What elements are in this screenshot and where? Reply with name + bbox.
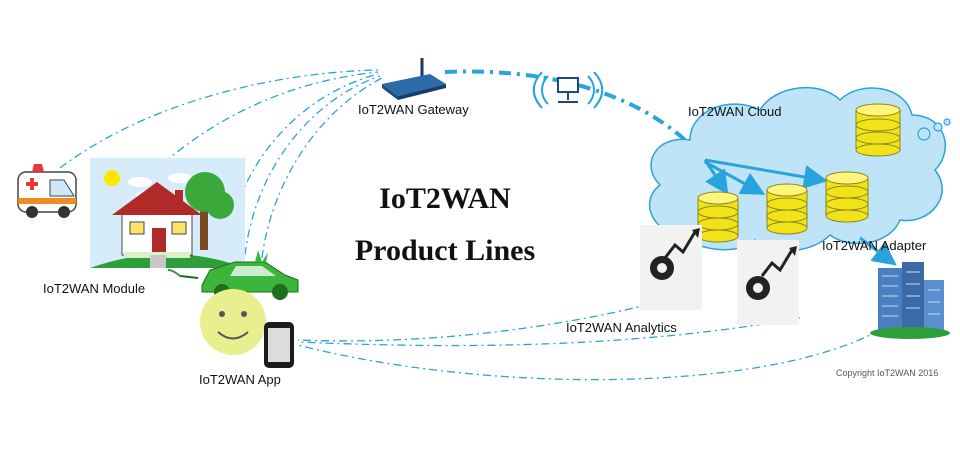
- link-house-gateway-2: [224, 73, 379, 251]
- analytics-brain-icon: [640, 225, 702, 310]
- database-stack-2: [766, 183, 808, 235]
- link-analytics-app: [297, 294, 686, 342]
- wireless-hub-icon: [532, 71, 604, 109]
- smartphone-icon: [264, 322, 294, 368]
- office-building-icon: [870, 262, 950, 339]
- label-adapter: IoT2WAN Adapter: [822, 238, 927, 253]
- label-gateway: IoT2WAN Gateway: [358, 102, 469, 117]
- label-cloud: IoT2WAN Cloud: [688, 104, 782, 119]
- analytics-brain-icon-2: [737, 240, 799, 325]
- router-icon: [382, 58, 446, 100]
- cloud-puffs: [917, 118, 951, 141]
- diagram-title-line1: IoT2WAN: [379, 182, 511, 215]
- label-analytics: IoT2WAN Analytics: [566, 320, 677, 335]
- link-gateway-cloud: [444, 69, 707, 162]
- link-adapter-app: [297, 329, 881, 381]
- diagram-title-line2: Product Lines: [354, 234, 536, 267]
- link-house-gateway-1: [149, 71, 379, 176]
- database-stack-3: [825, 171, 869, 223]
- label-app: IoT2WAN App: [199, 372, 281, 387]
- copyright-text: Copyright IoT2WAN 2016: [836, 368, 939, 378]
- link-ambulance-gateway: [59, 69, 379, 169]
- database-icon: [697, 103, 901, 243]
- house-icon: [90, 158, 245, 268]
- smiley-face-icon: [200, 289, 266, 355]
- ambulance-icon: [17, 164, 77, 218]
- database-stack-1: [697, 191, 739, 243]
- link-car-gateway-2: [261, 77, 383, 259]
- label-module: IoT2WAN Module: [43, 281, 146, 296]
- link-analytics2-app: [297, 317, 801, 347]
- database-stack-4: [855, 103, 901, 157]
- link-car-gateway-1: [244, 75, 381, 256]
- wireless-links: [59, 69, 881, 381]
- cloud-flow-arrows: [703, 158, 897, 266]
